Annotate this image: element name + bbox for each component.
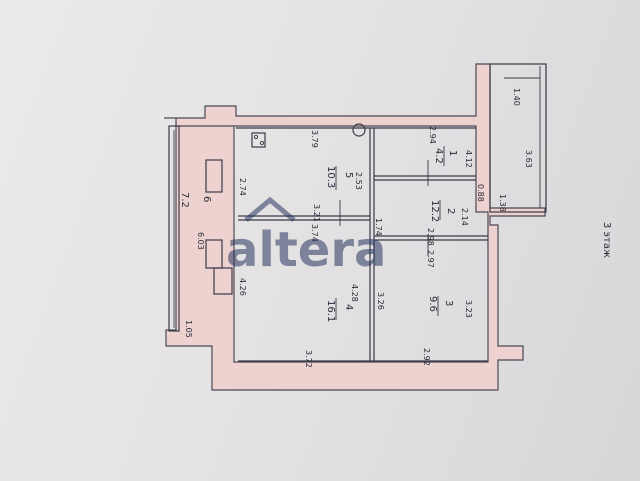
room-number: 1 [447,150,458,156]
dim-label: 2.14 [460,208,469,226]
room-number: 4 [343,304,354,310]
burner-icon [259,140,265,146]
room-area: 4.2 [433,148,444,164]
dim-label: 2.53 [354,172,363,190]
room-area: 9.6 [427,296,438,312]
dim-label: 0.88 [476,184,485,202]
room-number: 5 [343,172,354,178]
dim-label: 3.21 [312,204,321,222]
dim-label: 3.26 [376,292,385,310]
room-number: 3 [443,300,454,306]
dim-label: 3.63 [524,150,533,168]
dim-label: 4.26 [238,278,247,296]
dim-label: 4.12 [464,150,473,168]
door-opening [213,267,233,295]
dim-label: 1.40 [512,88,521,106]
dim-label: 3.23 [464,300,473,318]
dim-label: 4.28 [350,284,359,302]
room-area: 10.3 [325,166,336,188]
sink-icon [352,123,366,137]
dim-label: 1.74 [374,218,383,236]
room-area: 16.1 [325,300,336,322]
dim-label: 2.92 [422,348,431,366]
balcony-outline [168,125,180,332]
room-area: 12.2 [429,200,440,222]
dim-label: 3.72 [304,350,313,368]
dim-label: 2.97 [426,250,435,268]
outer-walls [164,63,546,391]
dim-label: 3.79 [310,130,319,148]
room-number: 6 [201,196,212,202]
dim-label: 2.74 [238,178,247,196]
dim-label: 2.98 [426,228,435,246]
room-number: 2 [445,208,456,214]
dim-label: 7.2 [179,192,190,208]
dim-label: 2.94 [428,126,437,144]
window-opening [205,159,223,193]
dim-label: 1.05 [184,320,193,338]
dim-label: 3.74 [310,224,319,242]
loggia-outline [489,63,547,213]
watermark-roof-icon [244,196,296,222]
watermark-logo: altera [226,222,386,278]
floor-caption: 3 этаж [601,222,612,258]
dim-label: 6.03 [196,232,205,250]
stove-icon [251,132,266,148]
dim-label: 1.38 [498,194,507,212]
burner-icon [253,134,259,140]
